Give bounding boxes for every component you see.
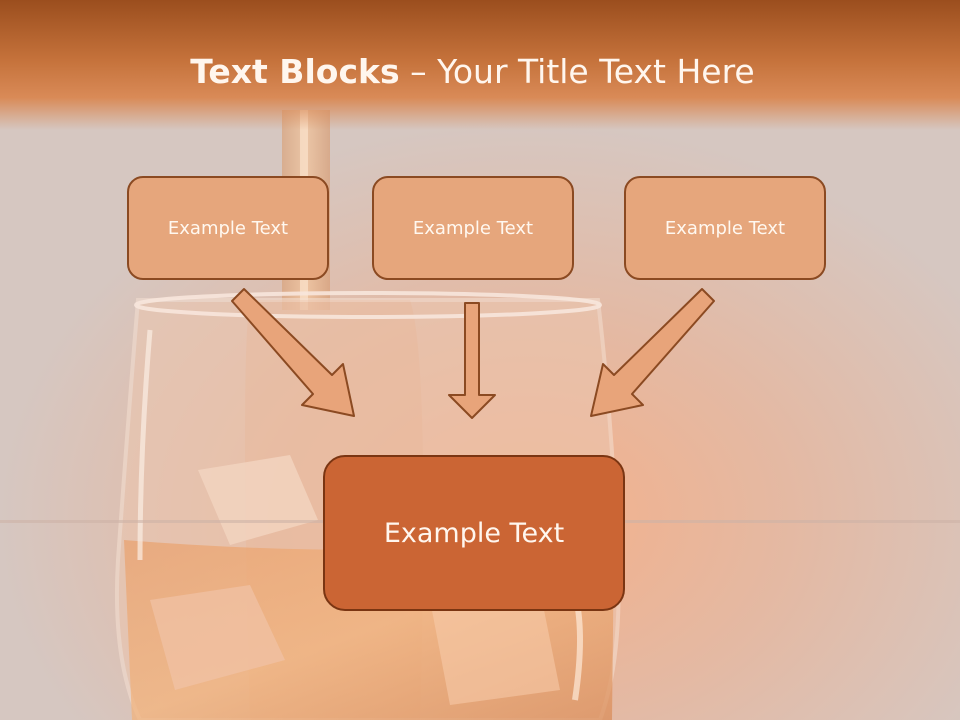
main-text-block[interactable]: Example Text <box>323 455 625 611</box>
main-text-block-label: Example Text <box>383 517 565 549</box>
arrow-center-icon <box>448 302 496 419</box>
text-block-1-label: Example Text <box>167 217 289 239</box>
text-block-1[interactable]: Example Text <box>127 176 329 280</box>
slide-title[interactable]: Text Blocks – Your Title Text Here <box>0 52 945 91</box>
text-block-3-label: Example Text <box>664 217 786 239</box>
text-block-2-label: Example Text <box>412 217 534 239</box>
arrow-left-icon <box>231 288 355 417</box>
text-block-3[interactable]: Example Text <box>624 176 826 280</box>
title-regular-part: Your Title Text Here <box>437 52 755 91</box>
arrow-right-icon <box>590 288 715 417</box>
text-block-2[interactable]: Example Text <box>372 176 574 280</box>
header-band <box>0 0 960 130</box>
title-separator: – <box>399 52 438 91</box>
title-bold-part: Text Blocks <box>190 52 400 91</box>
